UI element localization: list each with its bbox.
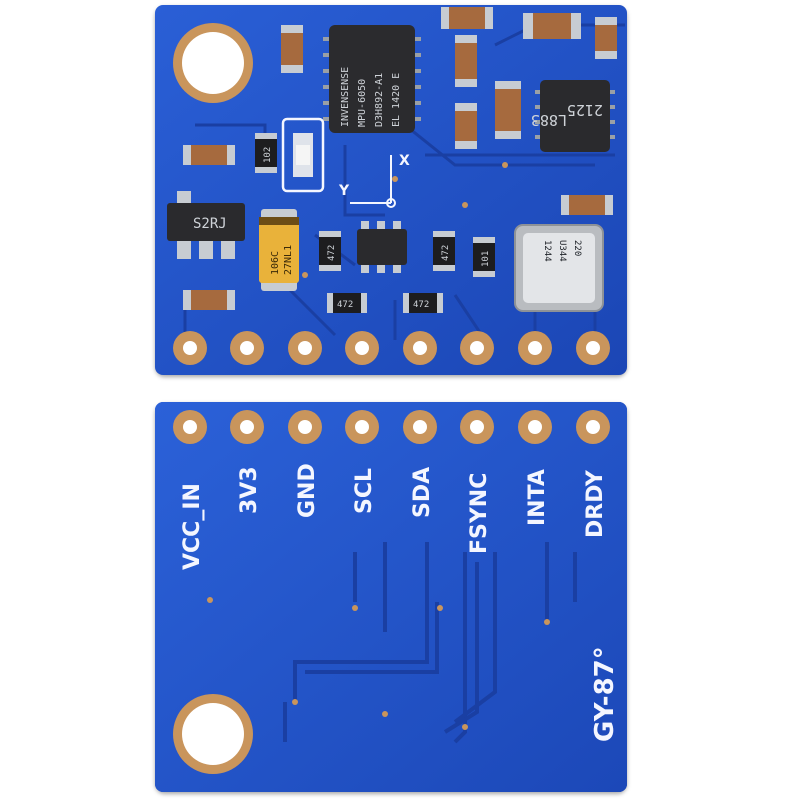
pin-label-gnd: GND — [295, 463, 320, 518]
pin-label-fsync: FSYNC — [467, 473, 492, 554]
baro-line-2: U344 — [557, 240, 567, 262]
logic-chip — [357, 221, 407, 273]
resistor-472-d-label: 472 — [413, 300, 429, 310]
regulator-label: S2RJ — [193, 216, 227, 232]
barometer-chip: 220 U344 1244 — [514, 224, 604, 312]
pin-label-vcc-in: VCC_IN — [180, 483, 205, 570]
cap-line-2: 27NL1 — [283, 245, 294, 275]
resistor-101: 101 — [473, 237, 495, 277]
mpu-line-2: MPU-6050 — [357, 79, 368, 127]
cap-line-1: 106C — [270, 251, 281, 275]
baro-line-3: 1244 — [542, 240, 552, 262]
pin-labels: VCC_IN 3V3 GND SCL SDA FSYNC INTA DRDY — [180, 463, 608, 570]
back-vias — [207, 597, 550, 730]
pcb-back: VCC_IN 3V3 GND SCL SDA FSYNC INTA DRDY G… — [155, 402, 627, 792]
front-vias — [302, 162, 508, 278]
axis-y-label: Y — [338, 183, 350, 199]
pin-label-scl: SCL — [352, 468, 377, 514]
pin-label-sda: SDA — [410, 467, 435, 518]
resistor-472-d: 472 — [403, 293, 443, 313]
mag-line-1: L883 — [531, 111, 567, 129]
mpu-line-3: D3H892-A1 — [374, 73, 385, 127]
pcb-front: INVENSENSE MPU-6050 D3H892-A1 EL 1420 E … — [155, 5, 627, 375]
back-traces — [283, 542, 577, 744]
pcb-back-drawing: VCC_IN 3V3 GND SCL SDA FSYNC INTA DRDY G… — [155, 402, 627, 792]
tantalum-capacitor: 106C 27NL1 — [259, 209, 299, 291]
power-led — [281, 117, 325, 193]
mounting-hole-bottom — [173, 694, 253, 774]
resistor-102: 102 — [255, 133, 277, 173]
voltage-regulator: S2RJ — [167, 191, 245, 259]
resistor-472-a: 472 — [319, 231, 341, 271]
pin-label-3v3: 3V3 — [237, 466, 262, 514]
resistor-101-label: 101 — [481, 251, 491, 267]
pcb-front-drawing: INVENSENSE MPU-6050 D3H892-A1 EL 1420 E … — [155, 5, 627, 375]
magnetometer-chip: L883 2125 — [531, 80, 615, 152]
model-label: GY-87° — [590, 646, 620, 742]
resistor-472-a-label: 472 — [327, 245, 337, 261]
baro-line-1: 220 — [572, 240, 582, 256]
axis-indicator: X Y — [338, 153, 410, 208]
mounting-hole-top — [173, 23, 253, 103]
back-pin-header — [173, 410, 610, 444]
pin-label-inta: INTA — [525, 469, 550, 526]
resistor-472-b-label: 472 — [441, 245, 451, 261]
mpu6050-chip: INVENSENSE MPU-6050 D3H892-A1 EL 1420 E — [323, 25, 421, 133]
ceramic-capacitors — [183, 7, 617, 310]
resistor-472-c: 472 — [327, 293, 367, 313]
resistor-472-c-label: 472 — [337, 300, 353, 310]
resistor-102-label: 102 — [263, 147, 273, 163]
pin-label-drdy: DRDY — [583, 469, 608, 538]
front-pin-header — [173, 331, 610, 365]
mpu-line-1: INVENSENSE — [340, 67, 351, 127]
axis-x-label: X — [399, 153, 410, 169]
resistor-472-b: 472 — [433, 231, 455, 271]
mag-line-2: 2125 — [567, 101, 603, 119]
mpu-line-4: EL 1420 E — [391, 73, 402, 127]
